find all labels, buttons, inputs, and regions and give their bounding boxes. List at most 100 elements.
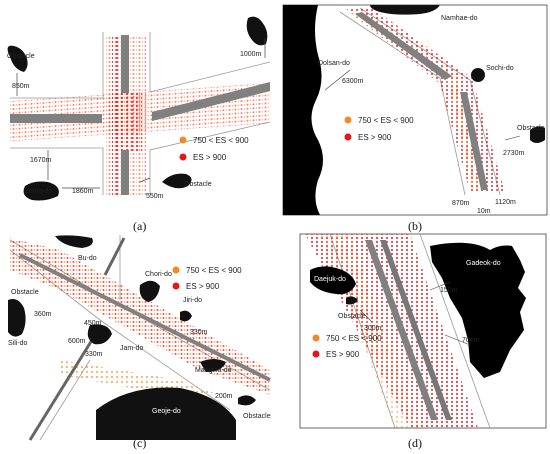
label-obstacle-a-tl: Obstacle [7, 53, 35, 60]
caption-a: (a) [133, 219, 147, 233]
obstacle-shape-tl [7, 45, 28, 72]
fairway-lane-c-n [103, 237, 126, 276]
obstacle-shape-b [530, 126, 545, 143]
legend-marker-low-c [172, 266, 180, 274]
island-shape-sochi [471, 68, 485, 82]
label-island-sili: Sili-do [8, 340, 28, 347]
island-shape-daejuk [310, 266, 356, 295]
label-obstacle-d: Obstacle [338, 313, 366, 320]
label-dist-1670: 1670m [30, 157, 52, 164]
island-shape-chori [139, 280, 160, 302]
label-island-namhae: Namhae-do [441, 15, 478, 22]
label-dist-700: 700m [462, 337, 480, 344]
fairway-lane-c [19, 253, 271, 382]
dot-corridor-c-south [60, 360, 220, 395]
panel-c: Bu-do Obstacle 360m Sili-do Chori-do Jir… [8, 235, 271, 441]
label-dist-450: 450m [84, 320, 102, 327]
island-shape-somo [23, 181, 59, 201]
label-island-geoje: Geoje-do [152, 408, 181, 415]
island-shape-namhae [370, 5, 440, 15]
dot-corridor-b-inner [350, 12, 480, 190]
label-island-dolsan: Dolsan-do [318, 60, 350, 67]
label-obstacle-b: Obstacle [517, 125, 545, 132]
label-dist-1860: 1860m [72, 188, 94, 195]
legend-high-b: ES > 900 [358, 133, 392, 142]
dimension-lines-b [324, 69, 521, 141]
label-obstacle-c-l: Obstacle [11, 289, 39, 296]
legend-high-c: ES > 900 [186, 282, 220, 291]
legend-marker-low-b [344, 116, 352, 124]
obstacle-shape-c [238, 395, 256, 406]
legend-marker-high-c [172, 282, 180, 290]
legend-low-b: 750 < ES < 900 [358, 116, 414, 125]
fairway-lane-east [152, 82, 270, 121]
dimension-lines-d [359, 281, 471, 346]
fairway-lane-south [121, 150, 129, 195]
caption-d: (d) [408, 436, 422, 450]
island-shape-bu [55, 235, 93, 248]
label-dist-850: 850m [12, 83, 30, 90]
label-obstacle-a-br: Obstacle [184, 181, 212, 188]
label-dist-870: 870m [452, 200, 470, 207]
label-dist-360: 360m [34, 311, 52, 318]
panel-b: Namhae-do Dolsan-do 6300m Sochi-do Obsta… [282, 4, 548, 216]
label-dist-330-r: 330m [190, 329, 208, 336]
legend-marker-low-d [312, 334, 320, 342]
caption-b: (b) [408, 219, 422, 233]
island-shape-gadeok [430, 242, 526, 378]
label-dist-600: 600m [68, 338, 86, 345]
island-shape-sili [8, 299, 26, 337]
island-shape-dolsan [283, 5, 323, 215]
fairway-lane-d-right [380, 240, 452, 420]
legend-marker-high-d [312, 350, 320, 358]
obstacle-shape-tr [246, 16, 268, 46]
caption-c: (c) [133, 436, 147, 450]
dot-cluster-crossing [112, 92, 142, 152]
label-dist-330-l: 330m [85, 351, 103, 358]
label-dist-1000: 1000m [240, 51, 262, 58]
label-island-jiri: Jiri-do [183, 297, 202, 304]
island-shape-geoje [96, 387, 236, 440]
label-island-daejuk: Daejuk-do [314, 276, 346, 283]
legend-marker-high-a [179, 153, 187, 161]
dimension-lines-a [16, 38, 266, 189]
island-shape-mangwa [200, 359, 226, 372]
label-dist-1120: 1120m [495, 199, 516, 206]
island-shape-jam [87, 324, 112, 345]
fairway-lane-north [121, 35, 129, 93]
panel-d: Gadeok-do Daejuk-do Obstacle 150m 300m 7… [299, 233, 547, 429]
label-island-chori: Chori-do [145, 271, 172, 278]
fairway-lane-d-left [365, 240, 438, 420]
label-island-mangwa: Mangwa-do [195, 367, 232, 374]
label-island-jam: Jam-do [120, 345, 143, 352]
label-obstacle-c-r: Obstacle [243, 413, 271, 420]
obstacle-shape-d [346, 296, 358, 305]
legend-low-a: 750 < ES < 900 [193, 136, 249, 145]
fairway-lane-b-lower [460, 92, 488, 190]
panel-b-frame [282, 4, 548, 216]
label-island-bu: Bu-do [78, 255, 97, 262]
label-dist-10: 10m [477, 208, 491, 215]
panel-a: Obstacle 850m 1000m 1670m 1860m Somo-do … [7, 16, 271, 201]
label-dist-6300: 6300m [342, 78, 364, 85]
label-island-sochi: Sochi-do [486, 65, 514, 72]
label-dist-2730: 2730m [503, 150, 525, 157]
fairway-lane-west [10, 114, 102, 123]
island-shape-jiri [180, 310, 192, 322]
label-dist-550: 550m [146, 193, 164, 200]
label-dist-150: 150m [440, 287, 458, 294]
label-island-gadeok: Gadeok-do [466, 260, 501, 267]
label-dist-200: 200m [215, 393, 233, 400]
fairway-lane-b-upper [355, 12, 452, 80]
legend-high-a: ES > 900 [193, 153, 227, 162]
legend-marker-high-b [344, 133, 352, 141]
fairway-lane-c-sw [28, 339, 94, 441]
label-dist-300: 300m [364, 325, 382, 332]
label-island-somo: Somo-do [24, 188, 53, 195]
legend-low-d: 750 < ES < 900 [326, 334, 382, 343]
legend-low-c: 750 < ES < 900 [186, 266, 242, 275]
legend-marker-low-a [179, 136, 187, 144]
obstacle-shape-br [162, 173, 192, 189]
legend-high-d: ES > 900 [326, 350, 360, 359]
